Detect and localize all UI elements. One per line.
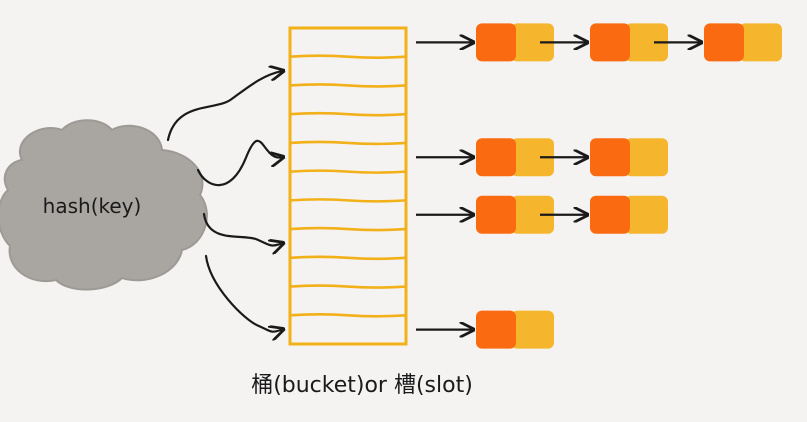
hash-arrows <box>166 71 282 332</box>
node-value-cell <box>511 138 554 177</box>
node-value-cell <box>511 310 554 349</box>
node-key-cell <box>476 195 516 234</box>
bucket-slot-divider <box>289 140 407 146</box>
node-value-cell <box>625 23 668 62</box>
list-node <box>590 23 668 62</box>
hash-to-bucket-arrow <box>166 71 282 142</box>
node-key-cell <box>590 138 630 177</box>
list-node <box>590 138 668 177</box>
list-node <box>590 195 668 234</box>
node-value-cell <box>739 23 782 62</box>
bucket-slot-divider <box>289 255 407 261</box>
bucket-slot-divider <box>289 54 407 60</box>
node-key-cell <box>476 310 516 349</box>
chain <box>416 310 554 349</box>
list-node <box>476 138 554 177</box>
node-value-cell <box>511 23 554 62</box>
list-node <box>476 310 554 349</box>
bucket-chains <box>416 23 782 349</box>
cloud-shape <box>0 119 208 291</box>
bucket-slot-divider <box>289 169 407 174</box>
list-node <box>476 23 554 62</box>
bucket-slot-divider <box>289 284 407 289</box>
bucket-slot-divider <box>289 111 407 117</box>
node-key-cell <box>476 138 516 177</box>
node-key-cell <box>590 195 630 234</box>
chain <box>416 23 782 62</box>
hash-to-bucket-arrow <box>196 139 282 187</box>
bucket-slot-divider <box>289 198 407 203</box>
list-node <box>704 23 782 62</box>
bucket-slot-divider <box>289 312 407 318</box>
hash-to-bucket-arrow <box>202 212 282 246</box>
bucket-slot-divider <box>289 83 407 88</box>
node-key-cell <box>590 23 630 62</box>
hash-to-bucket-arrow <box>204 254 282 332</box>
node-value-cell <box>625 195 668 234</box>
diagram-caption: 桶(bucket)or 槽(slot) <box>251 373 473 398</box>
node-value-cell <box>511 195 554 234</box>
bucket-array-outline <box>288 26 408 346</box>
chain <box>416 195 668 234</box>
bucket-slot-divider <box>289 226 407 232</box>
bucket-array <box>288 26 408 346</box>
node-value-cell <box>625 138 668 177</box>
hash-cloud: hash(key) <box>0 119 208 291</box>
list-node <box>476 195 554 234</box>
node-key-cell <box>476 23 516 62</box>
chain <box>416 138 668 177</box>
hash-function-label: hash(key) <box>43 194 142 218</box>
node-key-cell <box>704 23 744 62</box>
